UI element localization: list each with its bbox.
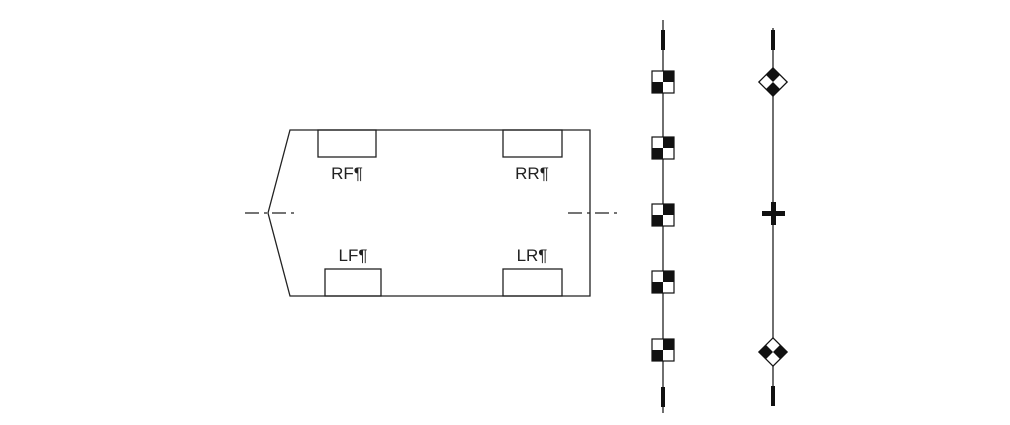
wheel-label-lf: LF¶ bbox=[339, 246, 368, 265]
wheel-label-lr: LR¶ bbox=[517, 246, 548, 265]
checker-target-icon bbox=[651, 270, 675, 294]
target-line-checker bbox=[651, 20, 675, 413]
wheel-label-rf: RF¶ bbox=[331, 164, 363, 183]
checker-target-icon bbox=[651, 203, 675, 227]
target-line-diamond bbox=[757, 28, 789, 406]
checker-target-icon bbox=[651, 338, 675, 362]
diamond-target-bottom-icon bbox=[757, 336, 789, 368]
wheel-lf bbox=[324, 268, 382, 297]
wheel-rr bbox=[502, 129, 563, 158]
wheel-lr bbox=[502, 268, 563, 297]
checker-target-icon bbox=[651, 136, 675, 160]
vehicle-outline bbox=[267, 129, 591, 297]
cross-marker-icon bbox=[762, 202, 785, 225]
diamond-target-top-icon bbox=[757, 66, 789, 98]
wheel-label-rr: RR¶ bbox=[515, 164, 549, 183]
wheel-rf bbox=[317, 129, 377, 158]
checker-target-icon bbox=[651, 70, 675, 94]
